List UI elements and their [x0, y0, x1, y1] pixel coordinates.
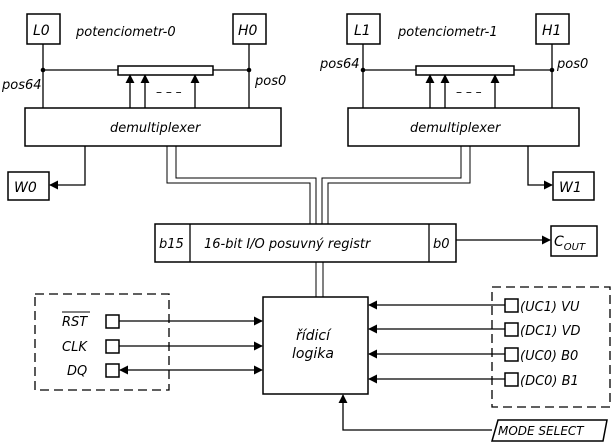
clk-pin-label: CLK — [62, 340, 88, 355]
demultiplexer-1 — [347, 107, 580, 147]
uc1-pin — [504, 298, 519, 313]
tap-1-dashes: – – – — [456, 85, 482, 99]
clk-pin — [105, 339, 120, 354]
cout-terminal-label: COUT — [554, 234, 586, 253]
resistor-1-body — [415, 65, 515, 76]
control-inputs-frame — [491, 286, 611, 408]
bus-right-outer — [327, 146, 471, 224]
register-label: 16-bit I/O posuvný registr — [204, 237, 372, 252]
demultiplexer-0-label: demultiplexer — [110, 121, 202, 136]
serial-interface-frame — [34, 293, 170, 391]
mode-select-wire — [338, 394, 492, 431]
dq-pin-label: DQ — [67, 364, 87, 379]
potentiometer-1-group: L1 H1 potenciometr-1 pos64 pos0 – – – de… — [319, 13, 588, 147]
l1-terminal-label: L1 — [354, 23, 371, 39]
serial-interface-group: RST CLK DQ — [34, 293, 263, 391]
mode-select-label: MODE SELECT — [498, 424, 585, 438]
dc0-pin-label: (DC0) B1 — [520, 374, 579, 389]
bus-right-inner — [321, 146, 462, 224]
demultiplexer-1-label: demultiplexer — [410, 121, 502, 136]
cout-main: C — [554, 234, 564, 250]
uc0-pin — [504, 347, 519, 362]
pos0-0-label: pos0 — [254, 74, 286, 89]
cout-sub: OUT — [564, 242, 586, 253]
rst-pin-label: RST — [62, 315, 88, 330]
potentiometer-1-title: potenciometr-1 — [397, 25, 498, 40]
pos64-1-label: pos64 — [319, 57, 360, 72]
potentiometer-0-title: potenciometr-0 — [75, 25, 176, 40]
cout-terminal-box — [550, 225, 598, 257]
resistor-0-body — [117, 65, 214, 76]
dc1-pin-label: (DC1) VD — [520, 324, 581, 339]
control-inputs-group: (UC1) VU (DC1) VD (UC0) B0 (DC0) B1 — [368, 286, 611, 408]
dc1-pin — [504, 322, 519, 337]
register-msb-label: b15 — [159, 237, 184, 252]
control-logic-line1: řídicí — [296, 328, 332, 344]
control-logic-box — [262, 296, 369, 395]
mode-select-box — [491, 419, 608, 442]
register-lsb-label: b0 — [433, 237, 450, 252]
pos64-0-label: pos64 — [1, 78, 42, 93]
wiper-outputs: W0 W1 — [7, 146, 595, 201]
register-box — [154, 223, 457, 263]
pos0-1-label: pos0 — [556, 57, 588, 72]
data-bus — [166, 146, 471, 297]
w1-terminal-label: W1 — [559, 180, 582, 196]
uc0-pin-label: (UC0) B0 — [520, 349, 578, 364]
h1-terminal-label: H1 — [542, 23, 561, 39]
uc1-pin-label: (UC1) VU — [520, 300, 580, 315]
demultiplexer-0 — [24, 107, 282, 147]
w0-wire — [49, 146, 86, 190]
w0-terminal-label: W0 — [14, 180, 37, 196]
bus-left-outer — [166, 146, 311, 224]
w1-wire — [527, 146, 553, 190]
tap-0-dashes: – – – — [156, 85, 182, 99]
w0-terminal-box — [7, 171, 50, 201]
w1-terminal-box — [552, 171, 595, 201]
control-logic: řídicí logika — [262, 296, 369, 395]
rst-pin — [105, 314, 120, 329]
shift-register: b15 16-bit I/O posuvný registr b0 COUT — [154, 223, 598, 263]
control-logic-line2: logika — [292, 346, 334, 362]
h0-terminal-label: H0 — [238, 23, 258, 39]
dq-pin — [105, 363, 120, 378]
bus-left-inner — [175, 146, 317, 224]
h1-terminal-box — [535, 13, 570, 45]
dc0-pin — [504, 372, 519, 387]
mode-select-group: MODE SELECT — [338, 394, 608, 442]
potentiometer-0-group: L0 H0 potenciometr-0 pos64 pos0 – – – de… — [1, 13, 286, 147]
l0-terminal-label: L0 — [33, 23, 50, 39]
